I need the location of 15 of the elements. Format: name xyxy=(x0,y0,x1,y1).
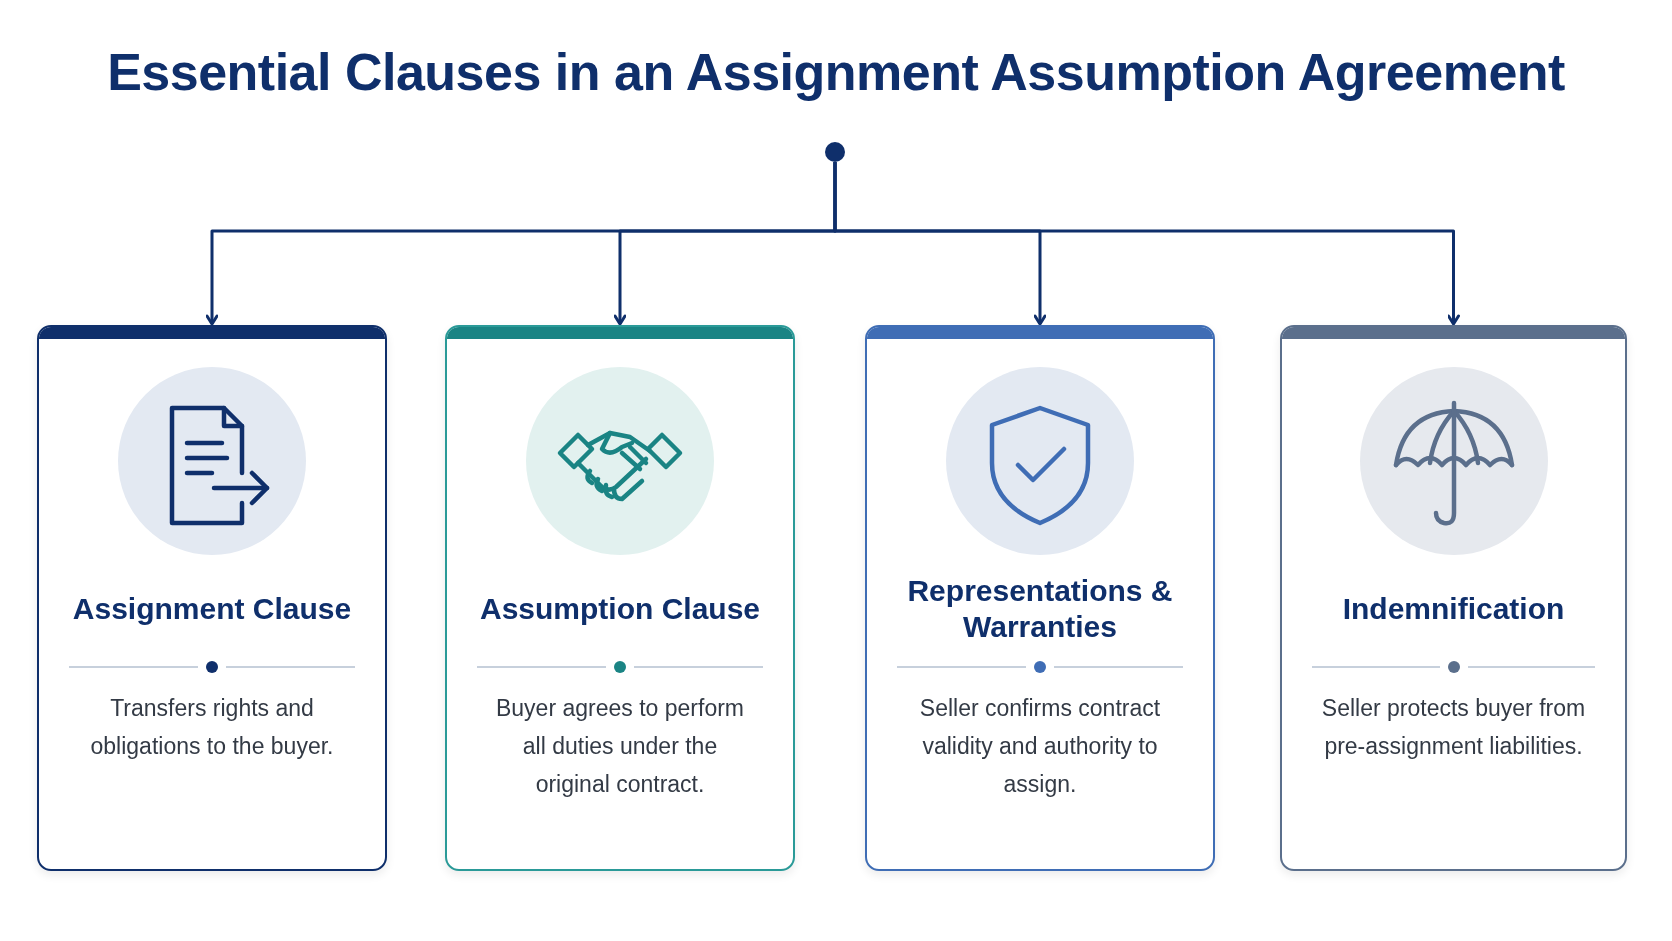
card-heading: Indemnification xyxy=(1341,591,1566,627)
clause-card xyxy=(37,325,387,871)
clause-card xyxy=(445,325,795,871)
card-heading: Assumption Clause xyxy=(478,591,762,627)
clause-card xyxy=(865,325,1215,871)
title: Essential Clauses in an Assignment Assumption Agreement xyxy=(106,42,1566,102)
clause-card xyxy=(1280,325,1627,871)
card-heading: Assignment Clause xyxy=(71,591,353,627)
card-description: Transfers rights and obligations to the buyer. xyxy=(89,694,335,761)
card-description: Seller confirms contract validity and authority to assign. xyxy=(918,694,1162,799)
root-dot xyxy=(825,142,845,162)
connector-arrow xyxy=(833,162,1460,326)
card-description: Seller protects buyer from pre-assignment liabilities. xyxy=(1320,694,1587,761)
card-description: Buyer agrees to perform all duties under the original contract. xyxy=(495,694,745,799)
card-heading: Representations & Warranties xyxy=(906,573,1174,645)
